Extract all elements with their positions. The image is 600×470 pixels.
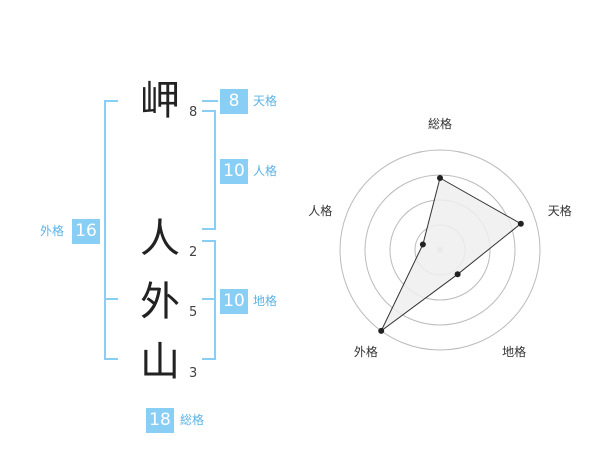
gaikaku-bracket-bottom (104, 358, 118, 360)
chikaku-badge: 10 (220, 289, 248, 314)
jinkaku-bracket-top (202, 110, 216, 112)
radar-axis-label-4: 外格 (354, 344, 378, 359)
radar-axis-label-3: 地格 (502, 344, 526, 359)
soukaku-badge: 18 (146, 408, 174, 433)
radar-point-4 (378, 327, 385, 334)
gaikaku-bracket-top (104, 100, 118, 102)
jinkaku-bracket-vertical (214, 110, 216, 230)
gaikaku-badge: 16 (72, 219, 100, 244)
radar-point-5 (419, 241, 426, 248)
name-char-1: 岬 (140, 78, 180, 124)
gaikaku-label: 外格 (40, 224, 65, 238)
jinkaku-badge: 10 (220, 159, 248, 184)
chikaku-bracket-bottom (202, 358, 216, 360)
jinkaku-bracket-bottom (202, 228, 216, 230)
name-char-3-strokes: 5 (189, 305, 198, 320)
radar-axis-label-1: 総格 (428, 116, 452, 131)
radar-axis-label-5: 人格 (308, 203, 332, 218)
radar-area (380, 177, 522, 332)
gaikaku-bracket-vertical (104, 100, 106, 360)
radar-point-3 (454, 271, 461, 278)
name-char-4-strokes: 3 (189, 366, 198, 381)
name-char-2-strokes: 2 (189, 245, 198, 260)
tenkaku-badge: 8 (220, 89, 248, 114)
soukaku-label: 総格 (180, 413, 205, 427)
radar-ring-4 (339, 149, 541, 351)
name-char-3: 外 (140, 279, 180, 325)
tenkaku-label: 天格 (253, 94, 278, 108)
gaikaku-bracket-middle (104, 298, 118, 300)
chikaku-label: 地格 (253, 294, 278, 308)
name-char-1-strokes: 8 (189, 105, 198, 120)
radar-point-1 (437, 175, 443, 181)
chikaku-bracket-vertical (214, 240, 216, 360)
radar-axis-label-2: 天格 (548, 203, 572, 218)
name-char-2: 人 (140, 216, 180, 262)
chikaku-bracket-top (202, 240, 216, 242)
jinkaku-label: 人格 (253, 164, 278, 178)
radar-points (378, 175, 524, 334)
chikaku-bracket-middle (202, 298, 216, 300)
name-char-4: 山 (140, 339, 180, 385)
radar-point-2 (517, 220, 524, 227)
tenkaku-connector (202, 100, 218, 102)
